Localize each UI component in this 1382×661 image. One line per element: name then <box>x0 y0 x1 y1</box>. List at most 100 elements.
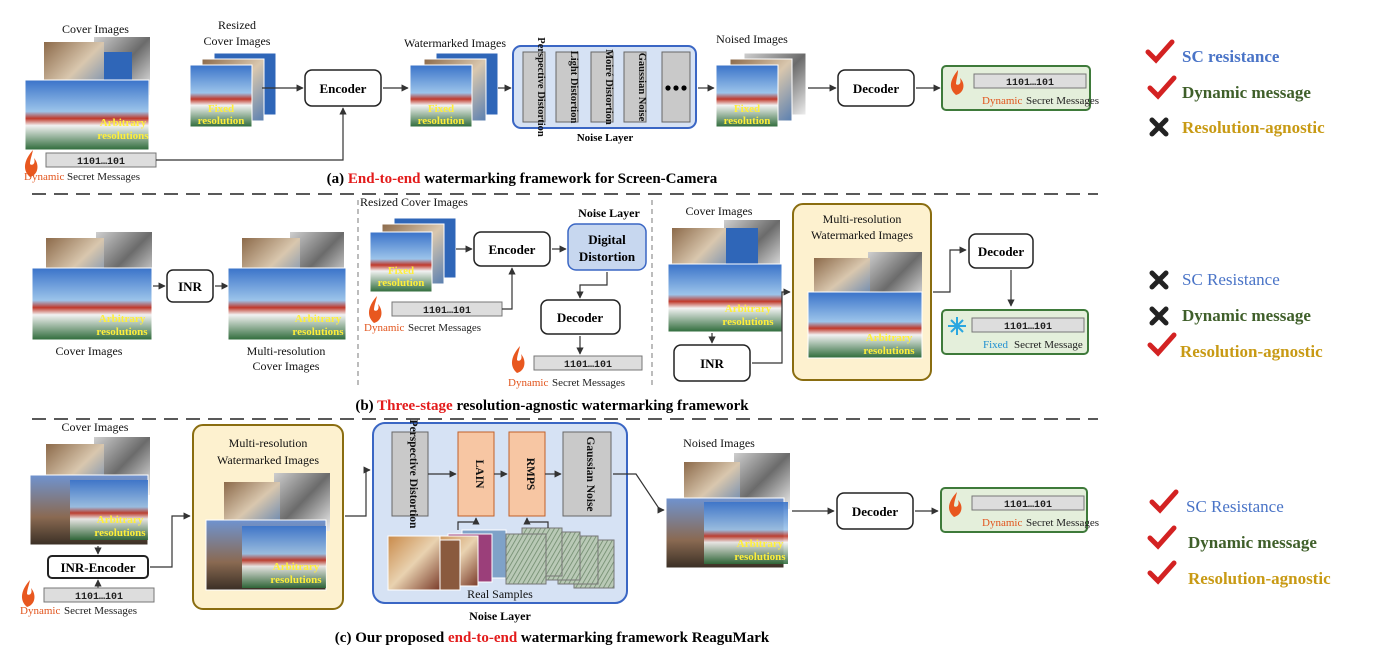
secret-messages-c-out: Secret Messages <box>1026 517 1099 529</box>
bit-string-text-c-out: 1101…101 <box>1004 500 1052 511</box>
secret-messages-b-out: Secret Messages <box>552 377 625 389</box>
watermarked-image-stack-a: Fixed resolution <box>409 52 499 128</box>
properties-c: SC Resistance Dynamic message Resolution… <box>1147 489 1331 588</box>
inr-encoder-label: INR-Encoder <box>60 560 135 575</box>
bit-string-b-out <box>533 355 643 371</box>
secret-messages-c-in: Secret Messages <box>64 605 137 617</box>
noise-perspective-a: Perspective Distortion <box>535 37 546 137</box>
check-icon <box>1147 560 1177 585</box>
caption-a-suffix: watermarking framework for Screen-Camera <box>420 171 717 187</box>
decoder-label-b: Decoder <box>557 310 603 325</box>
resized-label-a-2: Cover Images <box>204 34 271 48</box>
caption-b-prefix: (b) <box>355 398 377 414</box>
encoder-box-a <box>304 69 382 107</box>
fixed-res-label-b: Fixed <box>388 265 414 277</box>
cover-image-stack-a: Arbitrary resolutions <box>24 37 150 151</box>
fixed-res-label-a2-2: resolution <box>418 115 465 127</box>
prop-c-resolution: Resolution-agnostic <box>1188 569 1331 588</box>
noise-layer-label-c: Noise Layer <box>469 609 531 623</box>
bit-string-text-b-fixed: 1101…101 <box>1004 322 1052 333</box>
noise-gaussian-c: Gaussian Noise <box>584 436 596 511</box>
flame-icon <box>511 346 525 373</box>
encoder-label-b: Encoder <box>489 242 536 257</box>
secret-messages-a-in: Secret Messages <box>67 171 140 183</box>
arbitrary-res-label-c: Arbitrary <box>97 514 144 526</box>
caption-c: (c) Our proposed end-to-end watermarking… <box>335 630 770 646</box>
cross-icon <box>1149 306 1169 326</box>
multires-wm-stack-b: Arbitrary resolutions <box>807 252 923 359</box>
prop-b-sc: SC Resistance <box>1182 270 1280 289</box>
multires-cover-label-b-2: Cover Images <box>253 359 320 373</box>
encoder-label-a: Encoder <box>320 81 367 96</box>
watermarked-label-a: Watermarked Images <box>404 36 506 50</box>
arbitrary-res-label-b-2: resolutions <box>96 326 148 338</box>
check-icon <box>1149 489 1179 514</box>
resized-label-a: Resized <box>218 18 256 32</box>
flame-icon <box>368 296 382 323</box>
multires-cover-stack-b: Arbitrary resolutions <box>227 232 347 341</box>
prop-c-dynamic: Dynamic message <box>1188 533 1317 552</box>
fixed-word-b: Fixed <box>983 339 1009 351</box>
multires-wm-label-b: Multi-resolution <box>823 212 902 226</box>
cover-image-stack-c: Arbitrary resolutions <box>29 437 150 546</box>
cover-image-stack-b: Arbitrary resolutions <box>31 232 153 341</box>
bit-string-b-fixed <box>971 317 1085 333</box>
decoder-box-a <box>837 69 915 107</box>
multires-cover-label-b: Multi-resolution <box>247 344 326 358</box>
resized-image-stack-a: Fixed resolution <box>189 52 277 128</box>
multires-wm-label-b-2: Watermarked Images <box>811 228 913 242</box>
row-c: Cover Images Arbitrary resolutions INR-E… <box>20 420 1099 646</box>
properties-a: SC resistance Dynamic message Resolution… <box>1145 39 1325 137</box>
check-icon <box>1147 525 1177 550</box>
caption-c-prefix: (c) Our proposed <box>335 630 448 646</box>
cross-icon <box>1149 117 1169 137</box>
caption-b-suffix: resolution-agnostic watermarking framewo… <box>453 398 750 414</box>
cover-images-label-b: Cover Images <box>56 344 123 358</box>
arbitrary-res-label-b2-2: resolutions <box>292 326 344 338</box>
bit-string-text-c-in: 1101…101 <box>75 592 123 603</box>
caption-b: (b) Three-stage resolution-agnostic wate… <box>355 398 749 414</box>
arbitrary-res-label-c-2: resolutions <box>94 527 146 539</box>
flame-icon <box>950 70 964 95</box>
fixed-res-label-a3-2: resolution <box>724 115 771 127</box>
cross-icon <box>1149 270 1169 290</box>
resized-label-b: Resized Cover Images <box>360 195 468 209</box>
decoder-label-b2: Decoder <box>978 244 1024 259</box>
flame-icon <box>24 150 38 177</box>
noised-label-a: Noised Images <box>716 32 788 46</box>
prop-b-dynamic: Dynamic message <box>1182 306 1311 325</box>
decoder-box-b2 <box>968 233 1034 269</box>
arbitrary-res-label-b3-2: resolutions <box>722 316 774 328</box>
noise-light-a: Light Distortion <box>568 51 579 124</box>
dynamic-word-c-in: Dynamic <box>20 605 60 617</box>
noised-image-stack-c: Arbitrary resolutions <box>665 453 790 569</box>
multires-wm-stack-c: Arbitrary resolutions <box>205 473 330 591</box>
check-icon <box>1147 75 1177 100</box>
cover-images-label-c: Cover Images <box>62 420 129 434</box>
bit-string-a-out <box>973 73 1087 89</box>
arbitrary-res-label-c3-2: resolutions <box>734 551 786 563</box>
real-samples-stack <box>387 527 615 591</box>
noise-layer-label-a: Noise Layer <box>577 132 634 144</box>
cover-images-label-b3: Cover Images <box>686 204 753 218</box>
inr-label-b: INR <box>178 279 202 294</box>
noise-layer-items-a: Perspective Distortion Light Distortion … <box>522 37 691 137</box>
row-b: Arbitrary resolutions Cover Images INR A… <box>31 195 1089 414</box>
bit-string-text-b-in: 1101…101 <box>423 306 471 317</box>
inr-encoder-box <box>47 555 149 579</box>
arbitrary-res-label-c2-2: resolutions <box>270 574 322 586</box>
arbitrary-res-label-b4-2: resolutions <box>863 345 915 357</box>
noise-moire-a: Moiré Distortion <box>603 49 614 125</box>
dynamic-word-c-out: Dynamic <box>982 517 1022 529</box>
bit-string-text-a-in: 1101…101 <box>77 157 125 168</box>
row-a: Cover Images Arbitrary resolutions Resiz… <box>24 18 1099 187</box>
inr-label-b2: INR <box>700 356 724 371</box>
caption-a: (a) End-to-end watermarking framework fo… <box>327 171 718 187</box>
caption-c-highlight: end-to-end <box>448 630 518 646</box>
bit-string-c-out <box>971 495 1085 511</box>
prop-a-resolution: Resolution-agnostic <box>1182 118 1325 137</box>
noised-label-c: Noised Images <box>683 436 755 450</box>
noise-layer-label-b: Noise Layer <box>578 206 640 220</box>
